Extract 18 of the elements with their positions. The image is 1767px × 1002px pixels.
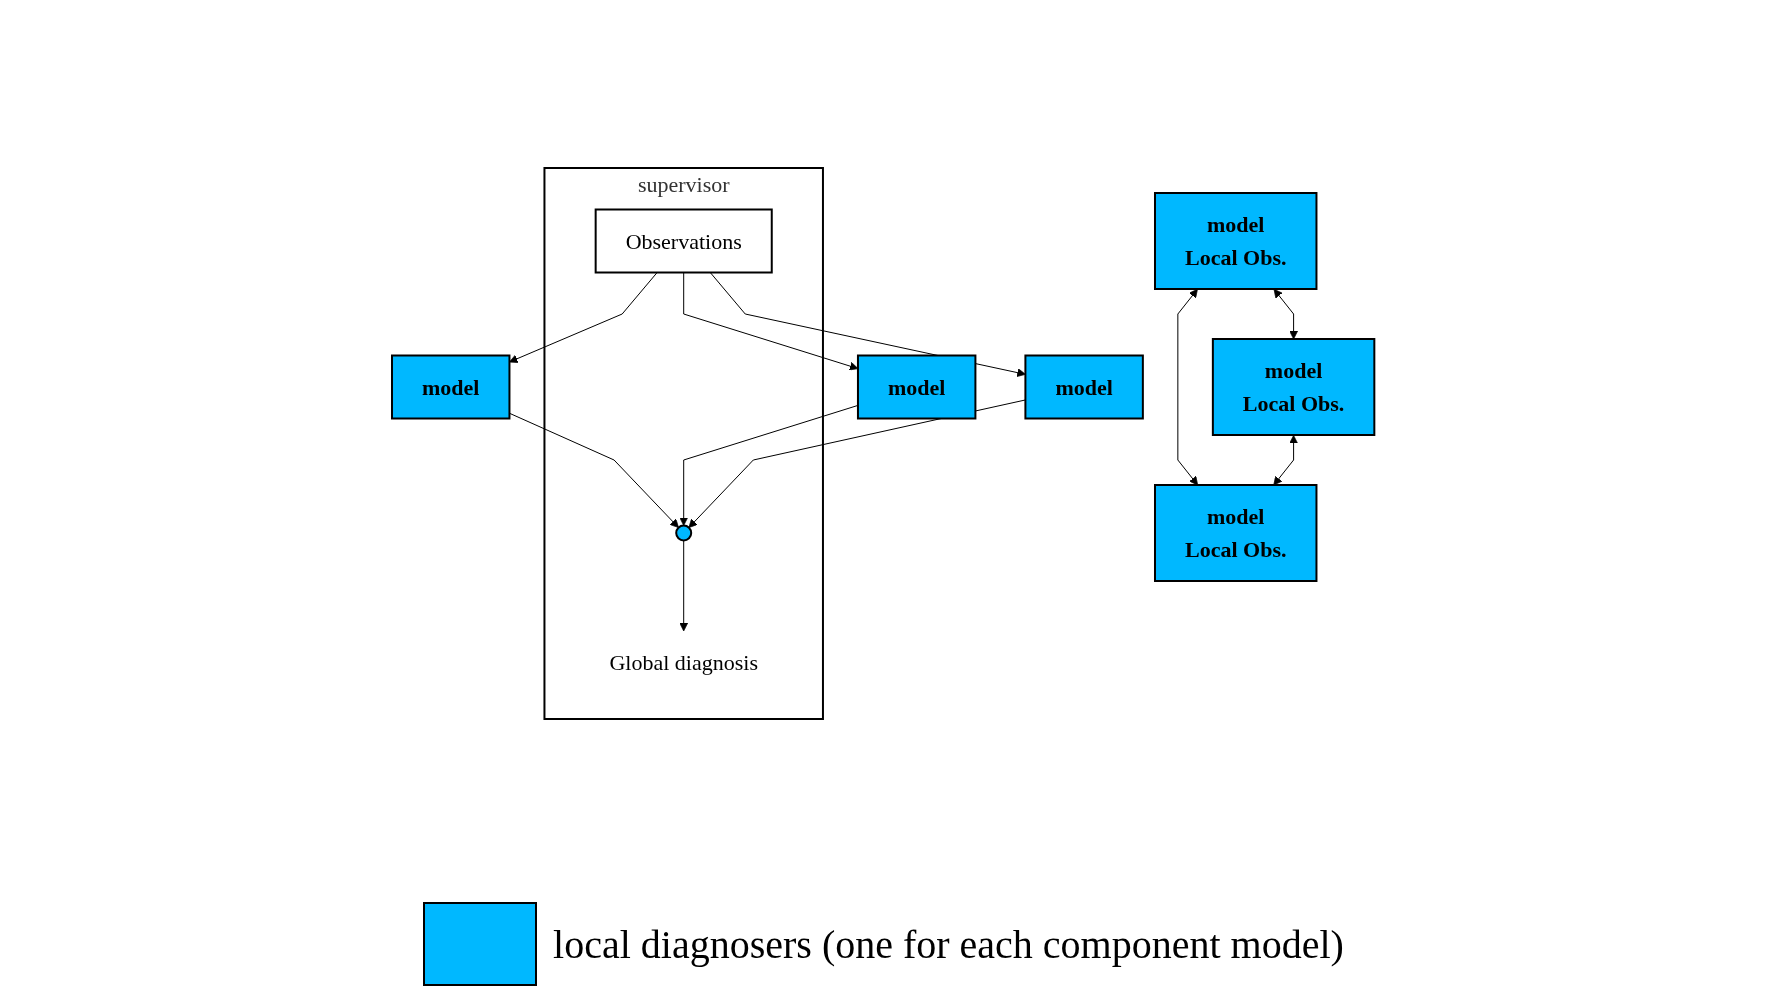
- node-ellipse: [675, 524, 693, 541]
- node-box: model Local Obs.: [1154, 191, 1318, 290]
- arrow: [683, 271, 859, 370]
- arrow: [679, 404, 859, 526]
- node-box: model Local Obs.: [1212, 337, 1376, 436]
- node-box: model: [391, 354, 511, 419]
- node-box: model: [1024, 354, 1145, 419]
- arrow: [1177, 288, 1199, 485]
- arrow: [1273, 434, 1299, 485]
- arrow: [679, 539, 689, 631]
- legend-text: local diagnosers (one for each component model): [553, 920, 1344, 968]
- node-box: model Local Obs.: [1154, 483, 1318, 582]
- arrow: [509, 271, 658, 363]
- node-text: Global diagnosis: [609, 649, 759, 675]
- node-box: Observations: [595, 208, 774, 273]
- arrow: [509, 412, 680, 528]
- arrow: [1273, 288, 1299, 339]
- node-box: model: [857, 354, 977, 419]
